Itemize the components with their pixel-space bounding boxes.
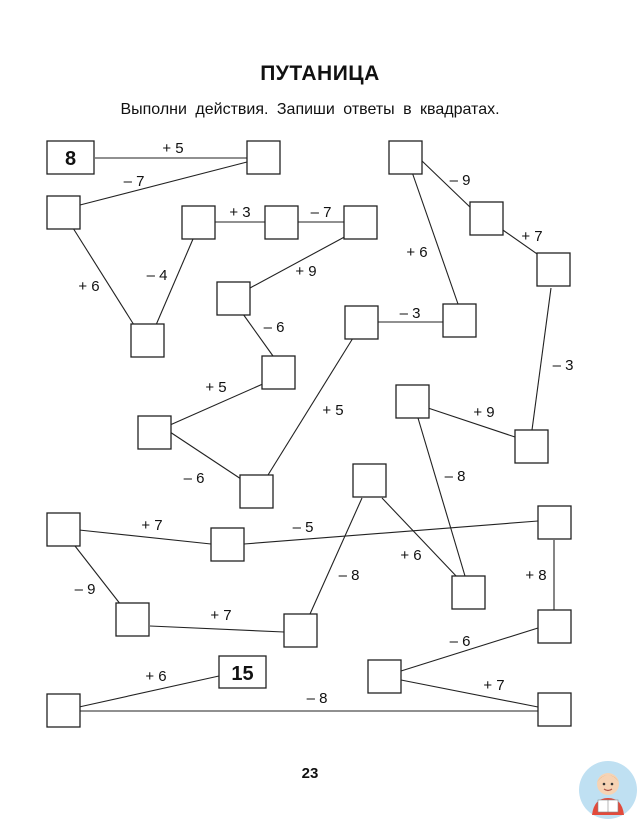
answer-box-25[interactable] [537, 609, 572, 644]
given-box [218, 655, 267, 689]
op-label: + 9 [473, 404, 494, 421]
answer-box-8[interactable] [261, 355, 296, 390]
op-label: + 7 [141, 517, 162, 534]
op-label: + 6 [406, 244, 427, 261]
answer-box-13[interactable] [388, 140, 423, 175]
answer-box-3[interactable] [130, 323, 165, 358]
page-title: ПУТАНИЦА [260, 62, 380, 85]
op-label: – 7 [124, 173, 145, 190]
answer-box-4[interactable] [181, 205, 216, 240]
op-label: – 4 [147, 267, 168, 284]
given-value: 15 [231, 663, 253, 685]
answer-box-22[interactable] [115, 602, 150, 637]
op-label: + 6 [78, 278, 99, 295]
op-label: + 6 [400, 547, 421, 564]
op-label: + 5 [322, 402, 343, 419]
answer-box-6[interactable] [343, 205, 378, 240]
answer-box-19[interactable] [46, 512, 81, 547]
answer-box-18[interactable] [451, 575, 486, 610]
answer-box-27[interactable] [537, 692, 572, 727]
op-label: – 3 [553, 357, 574, 374]
answer-box-15[interactable] [536, 252, 571, 287]
number-chain-puzzle: 8 15 + 5 – 7 + 6 – 4 + 3 – 7 + 9 – 6 + 5… [46, 140, 574, 728]
op-label: + 7 [210, 607, 231, 624]
page-number: 23 [301, 765, 319, 782]
instruction-text: Выполни действия. Запиши ответы в квадра… [120, 101, 500, 118]
op-label: + 7 [483, 677, 504, 694]
op-label: – 6 [184, 470, 205, 487]
op-label: + 7 [521, 228, 542, 245]
op-label: + 5 [162, 140, 183, 157]
answer-box-10[interactable] [239, 474, 274, 509]
reading-child-icon [579, 761, 637, 819]
answer-box-9[interactable] [137, 415, 172, 450]
op-label: – 5 [293, 519, 314, 536]
op-label: – 3 [400, 305, 421, 322]
answer-box-24[interactable] [352, 463, 387, 498]
op-label: – 8 [339, 567, 360, 584]
answer-box-26[interactable] [367, 659, 402, 694]
op-label: – 6 [450, 633, 471, 650]
op-label: – 8 [307, 690, 328, 707]
answer-box-16[interactable] [514, 429, 549, 464]
op-label: – 9 [75, 581, 96, 598]
answer-box-17[interactable] [395, 384, 430, 419]
answer-box-11[interactable] [344, 305, 379, 340]
start-box [46, 140, 95, 175]
op-label: – 6 [264, 319, 285, 336]
op-label: + 6 [145, 668, 166, 685]
answer-box-28[interactable] [46, 693, 81, 728]
op-label: + 8 [525, 567, 546, 584]
op-label: + 5 [205, 379, 226, 396]
answer-box-23[interactable] [283, 613, 318, 648]
op-label: – 8 [445, 468, 466, 485]
answer-box-20[interactable] [210, 527, 245, 562]
op-label: – 7 [311, 204, 332, 221]
op-label: + 3 [229, 204, 250, 221]
answer-box-14[interactable] [469, 201, 504, 236]
op-label: – 9 [450, 172, 471, 189]
answer-box-1[interactable] [246, 140, 281, 175]
answer-box-5[interactable] [264, 205, 299, 240]
start-value: 8 [65, 148, 76, 170]
answer-box-21[interactable] [537, 505, 572, 540]
answer-box-2[interactable] [46, 195, 81, 230]
answer-box-12[interactable] [442, 303, 477, 338]
answer-box-7[interactable] [216, 281, 251, 316]
connector-lines [72, 157, 555, 712]
op-label: + 9 [295, 263, 316, 280]
